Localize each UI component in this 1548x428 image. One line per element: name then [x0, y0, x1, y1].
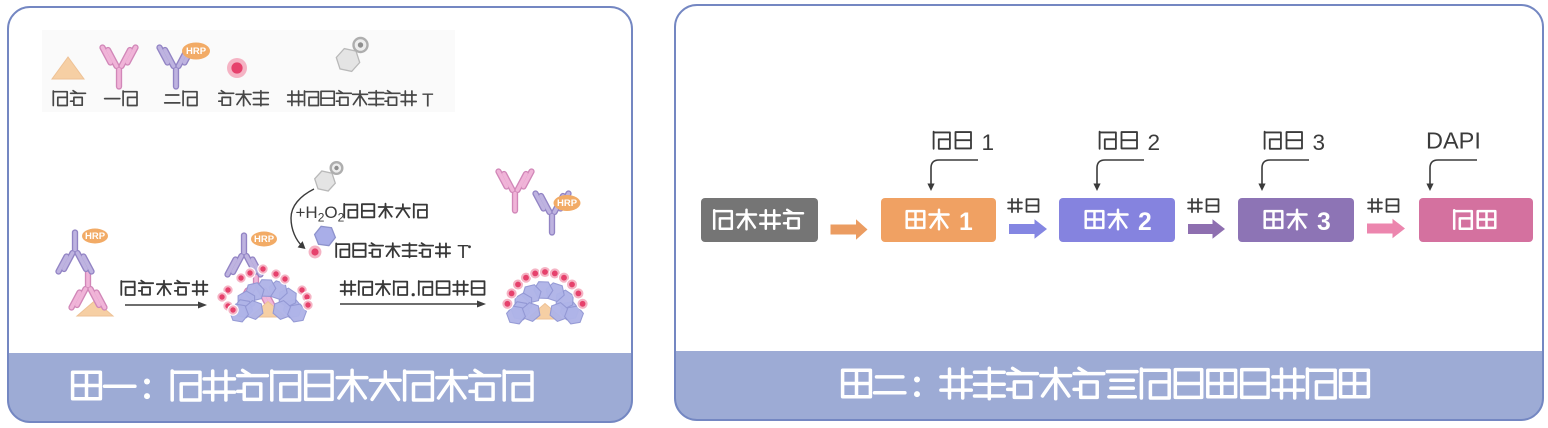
- svg-text:3: 3: [1317, 209, 1331, 236]
- svg-text:T: T: [422, 91, 434, 112]
- svg-text:HRP: HRP: [557, 198, 578, 209]
- svg-text:2: 2: [1138, 209, 1152, 236]
- svg-text:1: 1: [982, 130, 995, 155]
- svg-text:DAPI: DAPI: [1426, 128, 1481, 154]
- svg-text:3: 3: [1313, 130, 1326, 155]
- svg-text:HRP: HRP: [254, 234, 275, 245]
- svg-text:1: 1: [959, 209, 973, 236]
- svg-text:2: 2: [1148, 130, 1161, 155]
- svg-text:T: T: [457, 242, 469, 263]
- svg-text:HRP: HRP: [186, 46, 207, 57]
- svg-text:+H2O2: +H2O2: [296, 203, 345, 225]
- svg-text:HRP: HRP: [85, 231, 106, 242]
